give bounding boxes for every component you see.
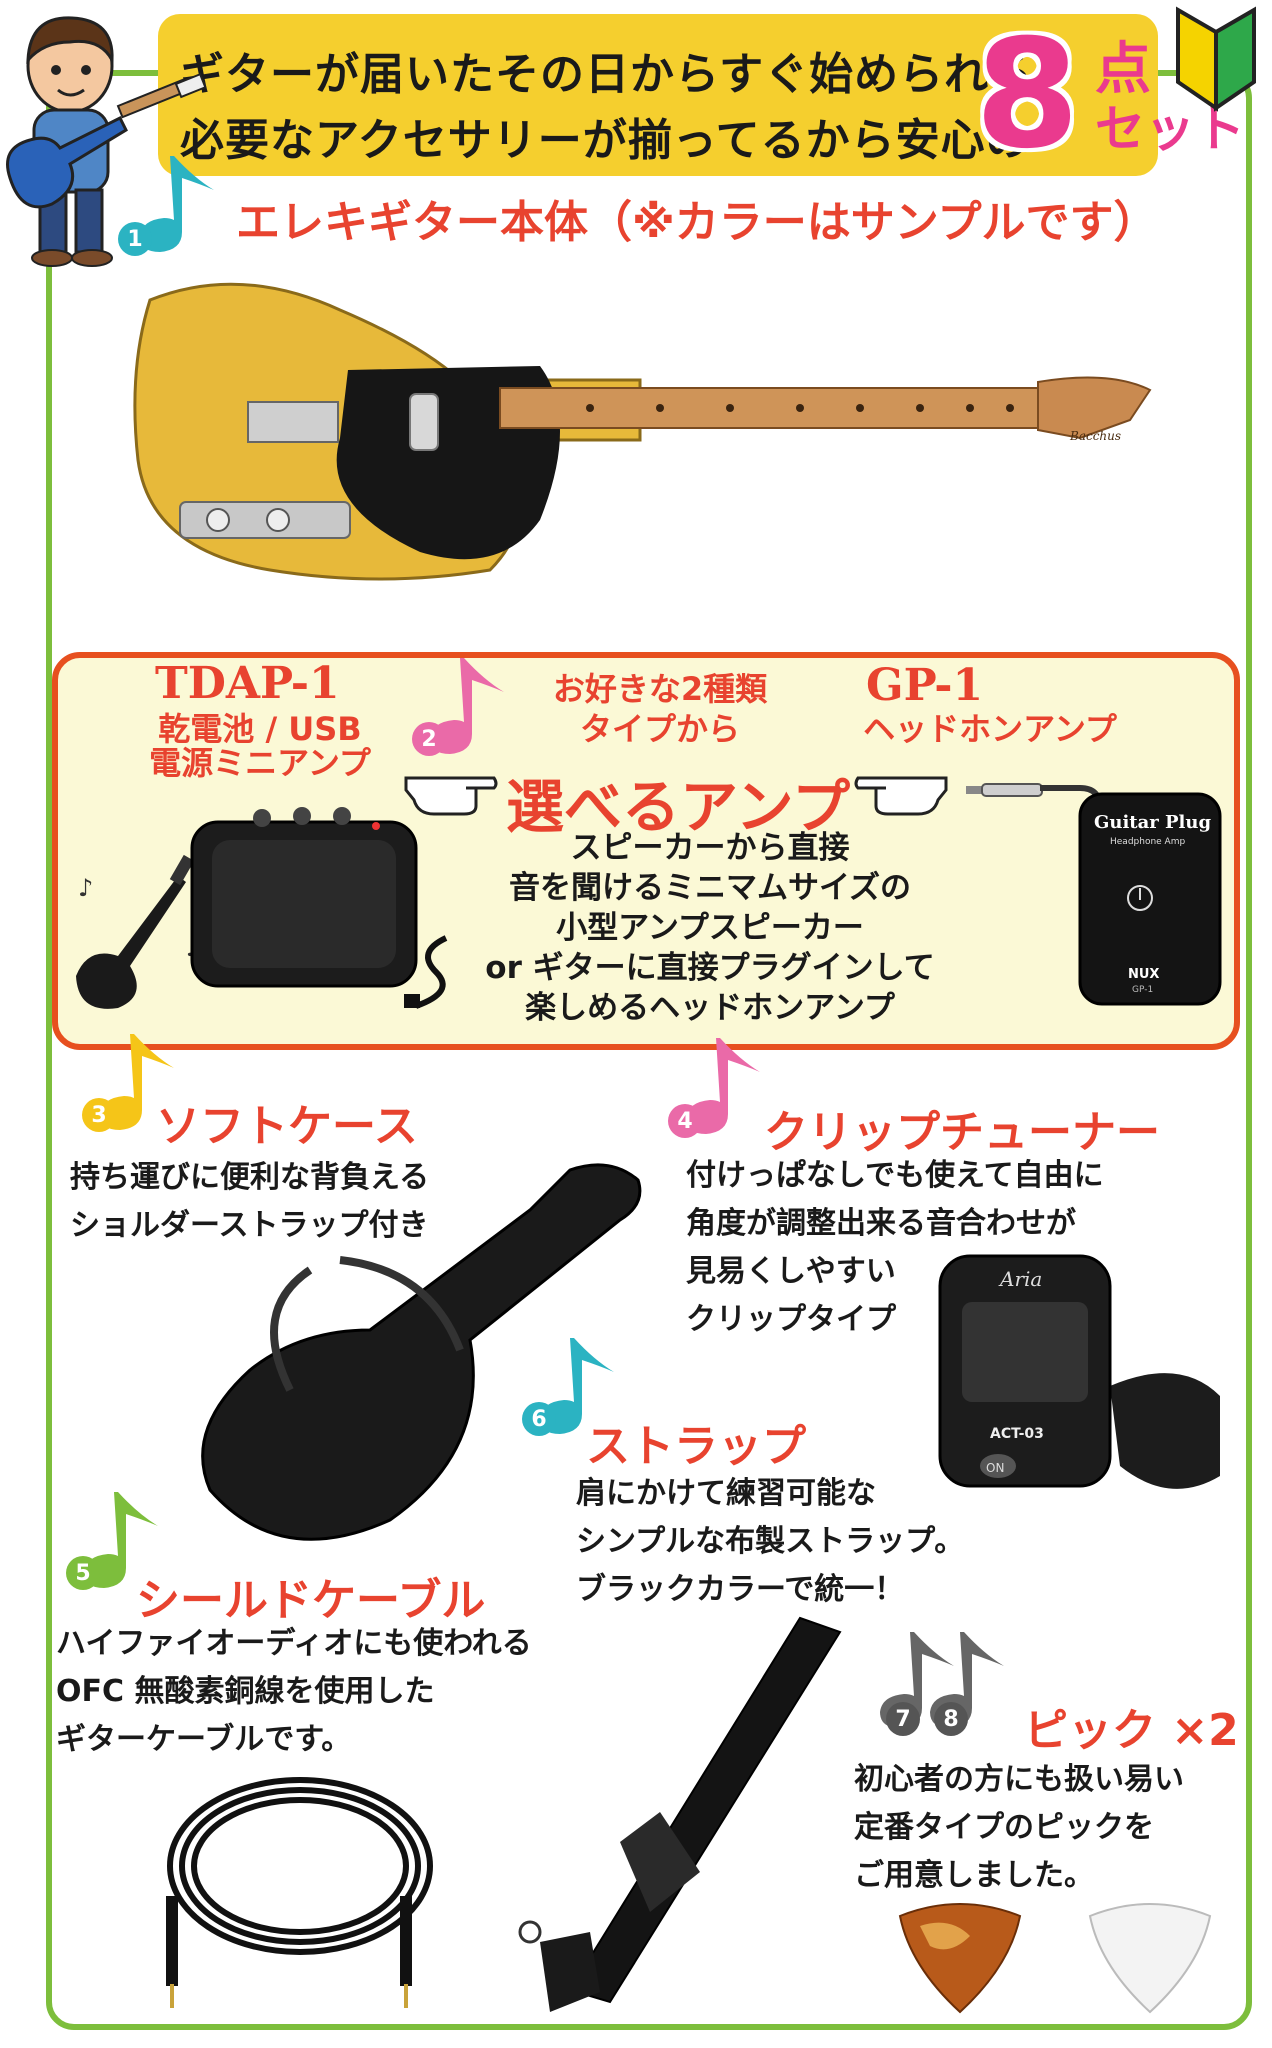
item-badge-8: 8 (934, 1702, 968, 1736)
power-icon (1127, 885, 1153, 911)
tuner-desc-3: 見易くしやすい (686, 1254, 896, 1289)
set-unit-bottom: セット (1095, 100, 1245, 158)
gp1-headphone-amp-image: Guitar Plug Headphone Amp NUX GP-1 (966, 783, 1222, 1006)
item-badge-1: 1 (118, 222, 152, 256)
music-note-icon (530, 1330, 620, 1443)
strap-desc-3: ブラックカラーで統一！ (576, 1572, 905, 1607)
music-note-icon (420, 650, 510, 763)
svg-text:♪: ♪ (78, 874, 93, 902)
cable-desc-1: ハイファイオーディオにも使われる (56, 1626, 532, 1661)
cartoon-guitarist-icon (6, 16, 207, 267)
picks-desc-1: 初心者の方にも扱い易い (854, 1762, 1184, 1797)
music-note-icon (676, 1030, 766, 1143)
strap-desc-1: 肩にかけて練習可能な (576, 1476, 876, 1511)
item-badge-2: 2 (412, 722, 446, 756)
headstock-logo: Bacchus (1069, 429, 1121, 443)
gp1-sublabel: Headphone Amp (1110, 837, 1185, 847)
amp-left-desc-2: 電源ミニアンプ (149, 744, 371, 782)
music-note-icon (130, 148, 220, 261)
picks-desc-2: 定番タイプのピックを (854, 1810, 1154, 1845)
strap-title: ストラップ (586, 1421, 806, 1472)
set-count: 8 (975, 8, 1080, 182)
banner-line-2: 必要なアクセサリーが揃ってるから安心の (180, 115, 1031, 166)
item-badge-6: 6 (522, 1402, 556, 1436)
item-badge-7: 7 (886, 1702, 920, 1736)
amp-desc-4: or ギターに直接プラグインして (485, 950, 935, 986)
pointing-hand-icon (404, 776, 498, 816)
music-note-icon (90, 1026, 180, 1139)
guitar-picks-image (898, 1903, 1212, 2014)
gp1-brand: NUX (1128, 967, 1159, 982)
case-desc-1: 持ち運びに便利な背負える (70, 1160, 430, 1195)
guitar-title: エレキギター本体（※カラーはサンプルです） (236, 197, 1158, 248)
tuner-model: ACT-03 (990, 1426, 1044, 1442)
item-badge-5: 5 (66, 1556, 100, 1590)
guitar-cable-image (166, 1777, 433, 2008)
beginner-mark-icon (1176, 6, 1256, 112)
gp1-model: GP-1 (1132, 985, 1153, 995)
amp-desc-1: スピーカーから直接 (570, 830, 850, 866)
case-desc-2: ショルダーストラップ付き (70, 1208, 429, 1243)
usb-cable-image (404, 935, 448, 1009)
tuner-desc-2: 角度が調整出来る音合わせが (686, 1206, 1076, 1241)
pointing-hand-icon (854, 776, 948, 816)
amp-headline: 選べるアンプ (506, 773, 850, 841)
amp-right-model: GP-1 (866, 660, 984, 711)
item-badge-4: 4 (668, 1104, 702, 1138)
tuner-desc-4: クリップタイプ (686, 1302, 896, 1337)
tuner-brand: Aria (998, 1267, 1042, 1291)
amp-desc-3: 小型アンプスピーカー (556, 910, 864, 946)
clip-tuner-image: Aria ACT-03 ON (938, 1254, 1220, 1489)
gp1-label: Guitar Plug (1094, 812, 1211, 833)
picks-desc-3: ご用意しました。 (854, 1858, 1094, 1893)
amp-desc-5: 楽しめるヘッドホンアンプ (525, 990, 895, 1026)
case-title: ソフトケース (156, 1101, 418, 1152)
cable-desc-2: OFC 無酸素銅線を使用した (56, 1674, 435, 1709)
music-note-icon (74, 1484, 164, 1597)
electric-guitar-image: Bacchus (133, 282, 1152, 581)
item-badge-3: 3 (82, 1098, 116, 1132)
amp-right-desc: ヘッドホンアンプ (863, 710, 1117, 748)
cable-title: シールドケーブル (136, 1575, 486, 1626)
amp-choice-2: タイプから (579, 710, 740, 748)
guitar-strap-image (518, 1616, 842, 2012)
tuner-desc-1: 付けっぱなしでも使えて自由に (686, 1158, 1104, 1193)
set-unit-top: 点 (1095, 37, 1151, 102)
picks-title: ピック ×2 (1024, 1705, 1239, 1756)
strap-desc-2: シンプルな布製ストラップ。 (576, 1524, 965, 1559)
cable-desc-3: ギターケーブルです。 (56, 1722, 352, 1757)
header-banner (158, 14, 1158, 176)
tuner-on-button: ON (986, 1461, 1004, 1475)
tdap1-mini-amp-image (190, 807, 418, 988)
amp-desc-2: 音を聞けるミニマムサイズの (508, 870, 912, 906)
tuner-title: クリップチューナー (764, 1107, 1160, 1158)
amp-choice-1: お好きな2種類 (552, 670, 768, 708)
amp-left-model: TDAP-1 (155, 658, 340, 709)
amp-left-desc-1: 乾電池 / USB (158, 710, 362, 748)
soft-case-image (201, 1163, 642, 1541)
banner-line-1: ギターが届いたその日からすぐ始められる (180, 49, 1035, 100)
